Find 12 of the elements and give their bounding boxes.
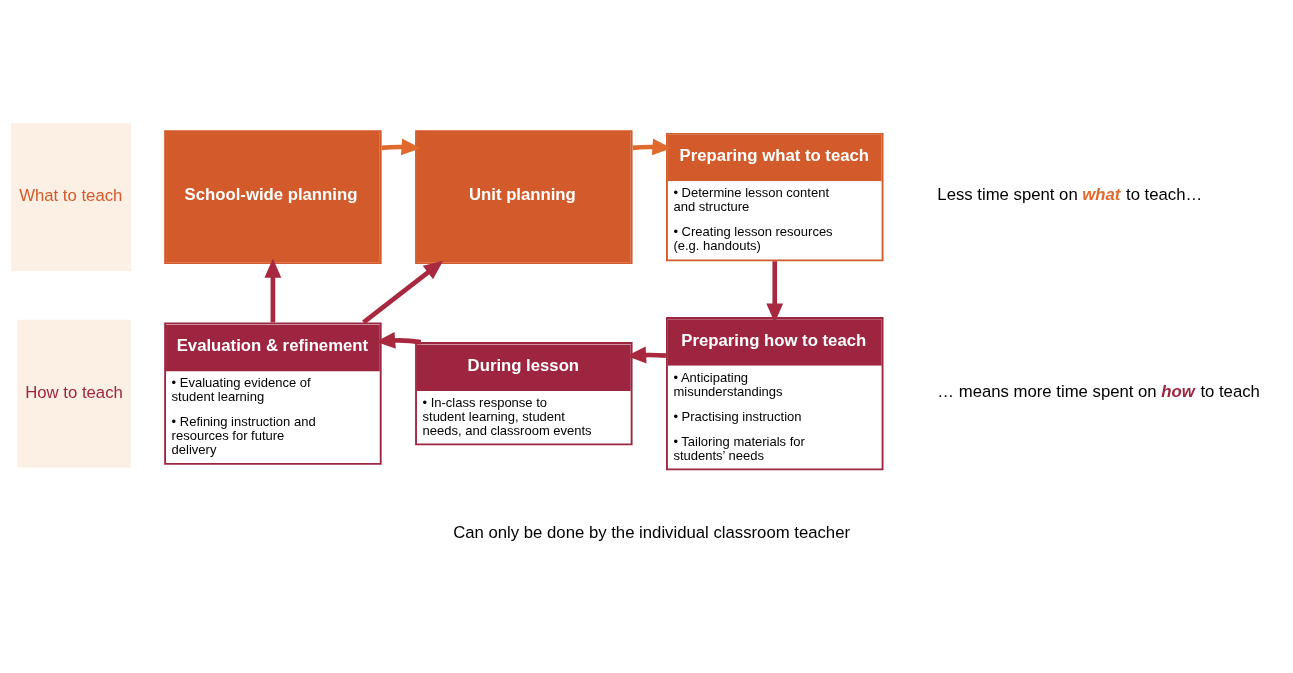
arrow — [381, 137, 421, 155]
node-box: What to teach — [11, 122, 132, 271]
arrow — [766, 260, 784, 323]
label: Less time spent on what to teach… — [937, 184, 1203, 204]
label: … means more time spent on how to teach — [937, 381, 1260, 401]
node-box: How to teach — [17, 319, 131, 468]
arrow — [626, 346, 667, 363]
arrow — [375, 331, 422, 349]
arrow — [362, 260, 444, 324]
arrow — [264, 257, 282, 322]
label: Can only be done by the individual classroom teacher — [453, 522, 851, 542]
arrow — [632, 137, 672, 155]
